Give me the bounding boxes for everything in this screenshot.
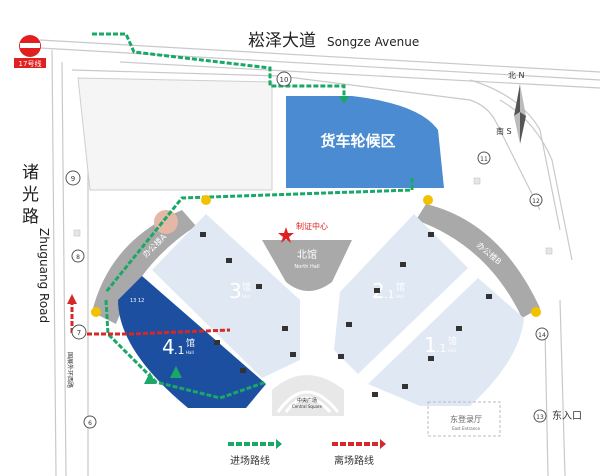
round-building [154,210,178,234]
gate-10: 10 [276,71,292,87]
central-plaza [272,375,344,416]
north-hall [262,240,352,291]
gate-small-label: 13 12 [130,298,144,304]
top-road-en: Songze Avenue [327,35,419,49]
entry-route [92,32,414,400]
entry-arrow-icon [170,366,182,378]
svg-text:光: 光 [22,185,39,205]
svg-text:Hall: Hall [186,350,194,355]
svg-text:1: 1 [424,333,437,357]
compass-south: 南 S [496,126,512,136]
metro-logo-icon: 17号线 [14,35,46,68]
east-hall-label: 东登录厅 [450,414,482,424]
hall-3 [152,214,300,378]
svg-text:6: 6 [88,420,92,427]
svg-text:Hall: Hall [242,294,250,299]
svg-text:.1: .1 [174,344,185,357]
svg-text:诸: 诸 [22,163,39,183]
central-plaza-arcs [276,390,340,413]
star-icon [278,227,294,243]
gate-8: 8 [71,249,85,263]
exit-route [70,300,231,336]
gate-11: 11 [477,151,491,165]
badge-center-label: 制证中心 [296,221,328,231]
north-hall-label: 北馆 [297,248,317,261]
svg-text:3: 3 [229,279,242,303]
svg-text:馆: 馆 [396,281,405,293]
compass-icon: 北 N 南 S [496,71,526,144]
svg-text:7: 7 [77,329,81,337]
svg-text:馆: 馆 [186,337,195,349]
hall-2-1 [334,214,468,374]
svg-text:Hall: Hall [448,348,456,353]
svg-text:馆: 馆 [242,281,251,293]
legend-entry-label: 进场路线 [230,454,270,467]
left-road-en: Zhuguang Road [37,228,51,323]
east-hall-dashed [427,401,501,437]
gate-14: 14 [535,327,549,341]
east-entrance-label: 东入口 [552,409,582,422]
office-b-wing [416,204,540,318]
svg-text:4: 4 [162,335,175,359]
central-plaza-label-en: Central Square [292,404,322,409]
top-road-cn: 崧泽大道 [248,31,316,51]
svg-text:9: 9 [71,175,75,183]
entry-arrow-icon-2 [144,372,156,384]
svg-text:.1: .1 [384,288,395,301]
legend-exit-label: 离场路线 [334,454,374,467]
central-plaza-label: 中央广场 [297,397,317,404]
svg-text:.1: .1 [436,342,447,355]
gate-booths [73,177,553,255]
gate-12: 12 [529,193,543,207]
left-road-cn: 诸 光 路 [22,163,39,227]
truck-waiting-label: 货车轮候区 [320,132,395,150]
hall-1-1 [368,278,524,406]
gate-6: 6 [83,415,97,429]
gate-13: 13 [533,409,547,423]
gate-markers: 10 9 11 12 8 7 14 6 13 [65,71,549,429]
parking-lot-outline [77,77,273,191]
svg-text:13: 13 [536,414,544,421]
svg-text:馆: 馆 [448,335,457,347]
office-a-wing [92,210,196,324]
hall-4-1 [118,276,266,408]
entry-arrow-down-icon [339,96,349,104]
metro-line-label: 17号线 [19,59,42,68]
svg-text:11: 11 [480,156,488,163]
east-hall-label-en: East Entrance [452,426,480,431]
gate-9: 9 [65,170,81,186]
truck-waiting-area: 货车轮候区 [286,96,444,188]
svg-text:路: 路 [22,207,39,227]
north-hall-label-en: North Hall [294,264,319,270]
svg-text:14: 14 [538,332,546,339]
svg-text:8: 8 [76,254,80,261]
svg-text:10: 10 [280,76,289,84]
compass-north: 北 N [508,71,525,80]
hall-3-label: 3 馆 Hall [229,279,251,303]
ring-road-sign: 国展外环西路 [66,352,74,388]
parking-marker-icon [91,195,541,317]
legend: 进场路线 离场路线 [228,439,386,467]
exit-arrow-up-icon [67,294,77,304]
svg-text:12: 12 [532,198,540,205]
loading-dock-marks [200,232,492,397]
hall-4-1-label: 4 .1 馆 Hall [162,335,195,359]
gate-7: 7 [71,324,87,340]
hall-1-1-label: 1 .1 馆 Hall [424,333,457,357]
svg-text:Hall: Hall [396,294,404,299]
